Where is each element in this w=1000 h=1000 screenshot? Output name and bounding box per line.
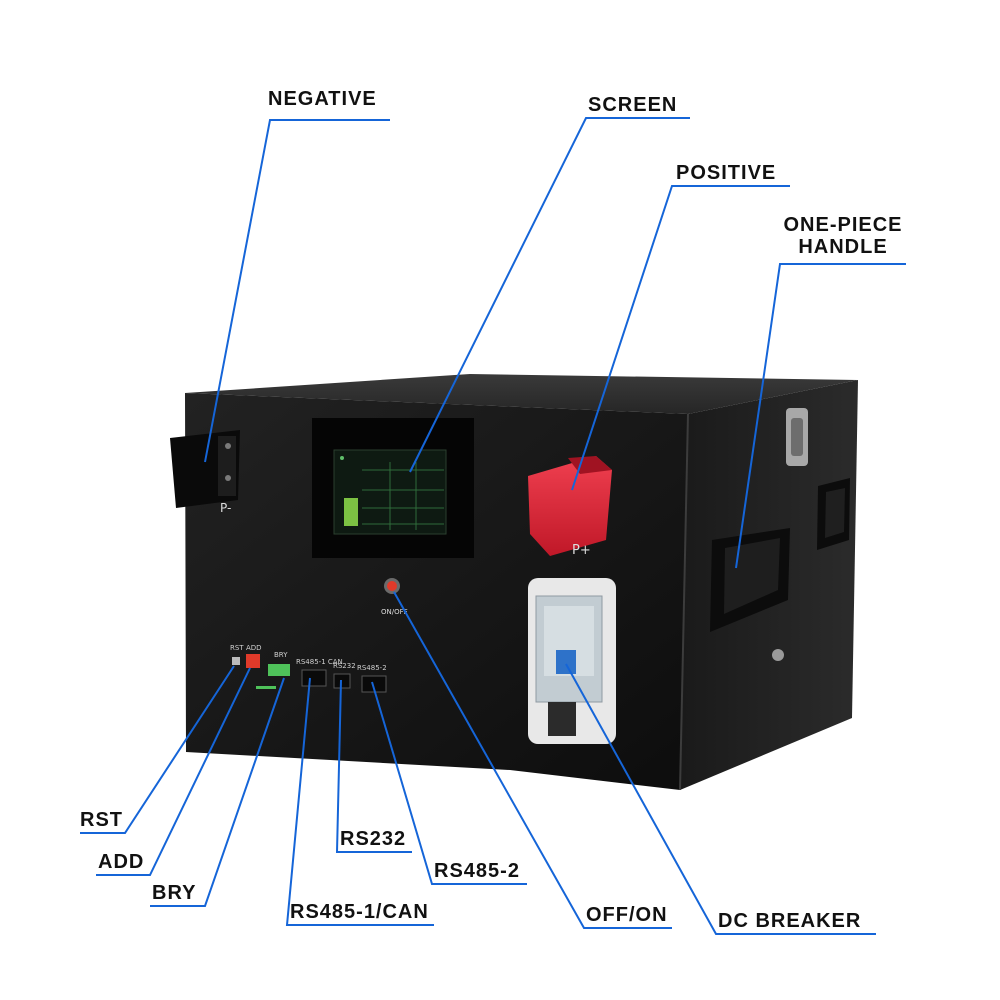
- on-off-switch: [384, 578, 400, 594]
- rs485-1-can-callout: RS485-1/CAN: [290, 901, 429, 923]
- rs485-1-can-leader: [285, 677, 434, 926]
- positive-leader: [571, 185, 790, 491]
- panel-add-label: ADD: [246, 644, 262, 652]
- rs232-leader: [335, 679, 412, 853]
- negative-callout: NEGATIVE: [268, 88, 377, 110]
- off-on-leader: [393, 591, 672, 929]
- handle-leader: [735, 263, 906, 569]
- dc-breaker-callout: DC BREAKER: [718, 910, 862, 932]
- negative-terminal: [170, 430, 240, 508]
- bry-leader: [150, 677, 285, 907]
- rs232-callout: RS232: [340, 828, 407, 850]
- off-on-callout: OFF/ON: [586, 904, 668, 926]
- leader-lines: [80, 117, 906, 935]
- cabinet-top: [185, 374, 858, 414]
- handle-callout-line2: HANDLE: [798, 236, 888, 258]
- rs485-2-callout: RS485-2: [434, 860, 520, 882]
- screen-leader: [409, 117, 690, 473]
- latch: [772, 408, 808, 661]
- p-minus-label: P-: [220, 501, 231, 515]
- rst-callout: RST: [80, 809, 123, 831]
- panel-rst-label: RST: [230, 644, 244, 652]
- on-off-label: ON/OFF: [381, 608, 408, 616]
- p-plus-label: P+: [572, 543, 591, 558]
- dc-breaker-leader: [565, 663, 876, 935]
- bry-callout: BRY: [152, 882, 197, 904]
- add-callout: ADD: [98, 851, 145, 873]
- panel-rs232-label: RS232: [333, 662, 356, 670]
- one-piece-handle-callout: ONE-PIECE HANDLE: [776, 214, 910, 258]
- rs485-2-leader: [371, 681, 527, 885]
- panel-rs485-2-label: RS485-2: [357, 664, 387, 672]
- handle-callout-line1: ONE-PIECE: [783, 214, 903, 236]
- side-handle-recess: [710, 478, 850, 632]
- positive-callout: POSITIVE: [676, 162, 777, 184]
- panel-rs485-1-can-label: RS485-1 CAN: [296, 658, 343, 666]
- negative-leader: [204, 119, 390, 463]
- panel-bry-label: BRY: [274, 651, 288, 659]
- screen-callout: SCREEN: [588, 94, 678, 116]
- port-panel: [232, 654, 387, 693]
- rst-leader: [80, 665, 235, 834]
- dc-breaker: [528, 578, 616, 744]
- display-screen: [312, 418, 474, 558]
- add-leader: [96, 667, 251, 876]
